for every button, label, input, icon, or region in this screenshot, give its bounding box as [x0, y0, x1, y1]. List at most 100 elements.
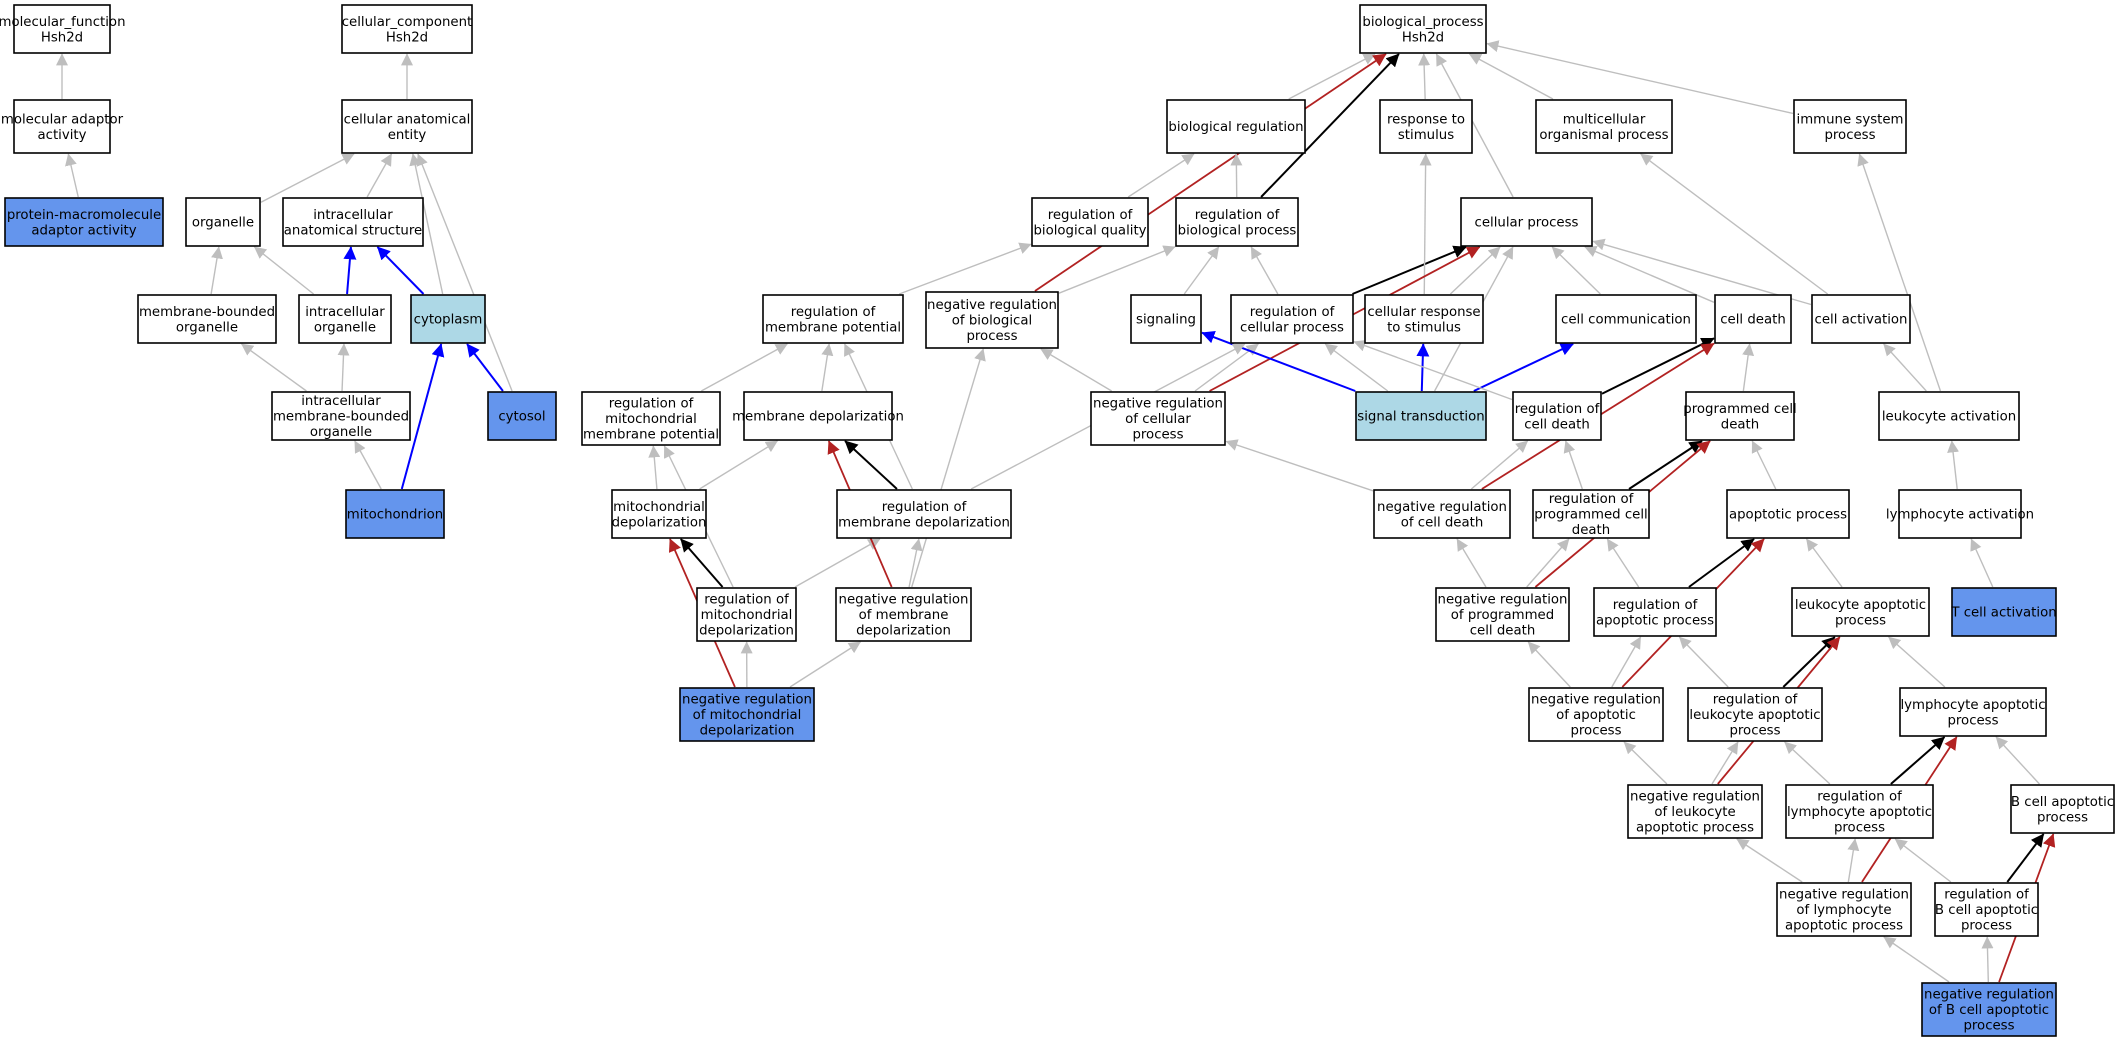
edge-regulates-reg_mem_depol-to-mem_depol [844, 440, 898, 490]
edge-regulates-reg_cell_death-to-cell_death [1601, 337, 1715, 395]
node-box [1373, 489, 1511, 539]
node-box [1785, 784, 1934, 839]
node-label-line: of cellular [1125, 412, 1191, 427]
node-label-line: negative regulation [1630, 790, 1760, 805]
node-label-line: process [1961, 919, 2012, 934]
node-box [1921, 982, 2057, 1037]
node-box [1791, 587, 1930, 637]
go-term-node-cell-comm[interactable]: cell communication [1555, 294, 1697, 344]
node-box [925, 291, 1059, 349]
node-label-line: depolarization [612, 515, 707, 530]
edge-part-of-mitochondrion-to-cytoplasm [400, 343, 445, 490]
node-label-line: signaling [1136, 313, 1196, 328]
node-box [4, 197, 164, 247]
edge-is-a-reg_cell_death-to-reg_cell_proc [1353, 339, 1513, 401]
edge-part-of-signal_trans-to-signaling [1201, 331, 1356, 392]
edge-is-a-neg_reg_mito_depol-to-neg_reg_mem_depol [789, 641, 861, 688]
node-label-line: negative regulation [1377, 500, 1507, 515]
go-term-node-signal-trans[interactable]: signal transduction [1355, 391, 1487, 441]
go-term-node-t-cell-act[interactable]: T cell activation [1950, 587, 2057, 637]
go-term-node-cell-death[interactable]: cell death [1714, 294, 1792, 344]
go-term-node-cytoplasm[interactable]: cytoplasm [410, 294, 486, 344]
go-term-node-bio-reg[interactable]: biological regulation [1166, 99, 1306, 154]
go-term-node-cellular-process[interactable]: cellular process [1460, 197, 1593, 247]
node-box [1031, 197, 1149, 247]
node-label-line: cellular response [1367, 305, 1480, 320]
node-box [1898, 489, 2022, 539]
edge-is-a-neg_reg_lymph_apoptotic-to-neg_reg_leuk_apoptotic [1736, 838, 1803, 883]
node-box [762, 294, 904, 344]
node-box [1726, 489, 1850, 539]
edge-is-a-cell_resp_stim-to-cellular_process [1449, 246, 1501, 295]
node-label-line: B cell apoptotic [1935, 903, 2038, 918]
go-term-node-mem-depol[interactable]: membrane depolarization [732, 391, 904, 441]
go-term-node-mitochondrion[interactable]: mitochondrion [345, 489, 445, 539]
go-term-node-cytosol[interactable]: cytosol [487, 391, 557, 441]
node-label-line: regulation of [1549, 492, 1634, 507]
node-label-line: process [1835, 613, 1886, 628]
node-label-line: programmed cell [1683, 402, 1796, 417]
go-term-node-lymph-activation[interactable]: lymphocyte activation [1886, 489, 2034, 539]
go-term-node-apoptotic[interactable]: apoptotic process [1726, 489, 1850, 539]
edge-is-a-cellular_process-to-bp_root [1435, 53, 1514, 198]
node-box [2010, 784, 2115, 834]
node-label-line: process [2037, 810, 2088, 825]
go-term-node-cell-activation[interactable]: cell activation [1811, 294, 1911, 344]
go-term-node-leuk-activation[interactable]: leukocyte activation [1878, 391, 2020, 441]
go-term-node-organelle[interactable]: organelle [185, 197, 261, 247]
go-term-node-signaling[interactable]: signaling [1130, 294, 1202, 344]
node-label-line: of leukocyte [1654, 805, 1735, 820]
node-label-line: intracellular [313, 208, 393, 223]
edge-is-a-neg_reg_leuk_apoptotic-to-neg_reg_apoptotic [1623, 741, 1668, 785]
node-box [1687, 687, 1823, 742]
node-label-line: regulation of [882, 500, 967, 515]
node-box [1435, 587, 1570, 642]
edge-is-a-neg_reg_lymph_apoptotic-to-reg_lymph_apoptotic [1847, 838, 1860, 883]
node-label-line: membrane-bounded [273, 410, 409, 425]
node-label-line: cell death [1470, 624, 1536, 639]
